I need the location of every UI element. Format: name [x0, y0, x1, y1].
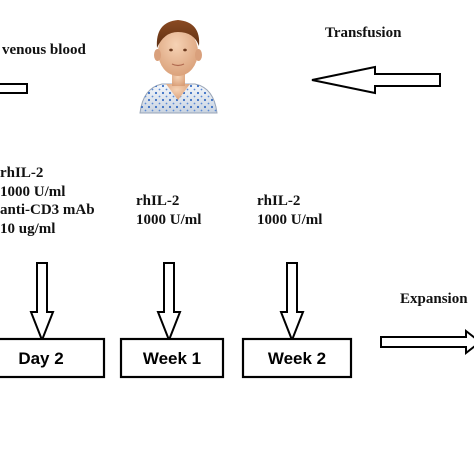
expansion-arrow — [380, 328, 474, 356]
week1-condition-line: rhIL-2 — [136, 193, 179, 209]
day2-condition-line: 10 ug/ml — [0, 221, 55, 237]
week2-condition-line: 1000 U/ml — [257, 212, 322, 228]
venous-blood-arrow — [0, 83, 28, 94]
expansion-label: Expansion — [400, 291, 468, 307]
day2-box-label: Day 2 — [18, 349, 63, 368]
day2-conditions: rhIL-2 1000 U/ml anti-CD3 mAb 10 ug/ml — [0, 165, 95, 237]
week2-box: Week 2 — [241, 337, 353, 379]
day2-condition-line: anti-CD3 mAb — [0, 202, 95, 218]
week1-conditions: rhIL-2 1000 U/ml — [136, 193, 201, 228]
week2-box-label: Week 2 — [268, 349, 326, 368]
week1-box-label: Week 1 — [143, 349, 201, 368]
day2-condition-line: 1000 U/ml — [0, 184, 65, 200]
transfusion-label: Transfusion — [325, 25, 402, 41]
week2-condition-line: rhIL-2 — [257, 193, 300, 209]
week2-conditions: rhIL-2 1000 U/ml — [257, 193, 322, 228]
day2-down-arrow — [29, 262, 55, 343]
week1-down-arrow — [156, 262, 182, 343]
day2-box: Day 2 — [0, 337, 106, 379]
venous-blood-label: venous blood — [2, 42, 86, 58]
day2-condition-line: rhIL-2 — [0, 165, 43, 181]
week1-condition-line: 1000 U/ml — [136, 212, 201, 228]
week1-box: Week 1 — [119, 337, 225, 379]
patient-avatar-icon — [139, 20, 218, 114]
week2-down-arrow — [279, 262, 305, 343]
transfusion-arrow — [311, 65, 441, 95]
